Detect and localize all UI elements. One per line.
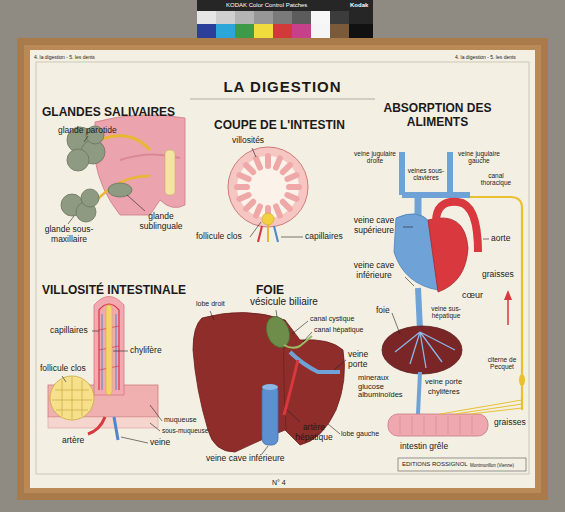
part-label: chylifères [428, 388, 460, 397]
part-label: glande parotide [58, 126, 117, 136]
part-label: canal hépatique [314, 326, 363, 334]
part-label: intestin grêle [400, 442, 448, 452]
panel-heading: ABSORPTION DES ALIMENTS [375, 102, 500, 130]
panel-heading: COUPE DE L'INTESTIN [214, 119, 345, 133]
part-label: veine [150, 438, 170, 448]
part-label: artère hépatique [292, 423, 336, 443]
part-label: veine porte [425, 378, 462, 387]
part-label: chylifère [130, 346, 162, 356]
panel-heading: FOIE [256, 284, 284, 298]
part-label: sous-muqueuse [162, 427, 208, 434]
part-label: veines sous-clavières [406, 167, 446, 182]
part-label: veine cave supérieure [346, 216, 402, 236]
part-label: capillaires [305, 232, 343, 242]
part-label: Montmorillon (Vienne) [470, 463, 514, 468]
absorption [382, 152, 525, 436]
part-label: veine porte [348, 350, 376, 370]
part-label: canal cystique [310, 315, 354, 323]
publisher-box [398, 458, 526, 471]
part-label: veine jugulaire gauche [455, 150, 503, 165]
part-label: veine sus-hépatique [426, 305, 466, 320]
part-label: muqueuse [164, 416, 197, 424]
part-label: mineraux glucose albuminoïdes [358, 374, 412, 400]
part-label: 4. la digestion - 5. les dents [455, 55, 516, 61]
part-label: citerne de Pecquet [486, 356, 518, 371]
title: LA DIGESTION [190, 78, 375, 95]
part-label: glande sous-maxillaire [38, 225, 100, 245]
part-label: capillaires [50, 326, 88, 336]
part-label: villosités [232, 136, 264, 146]
part-label: vésicule biliaire [250, 296, 318, 308]
part-label: lobe droit [196, 300, 225, 308]
color-strip [197, 0, 373, 38]
part-label: veine cave inférieure [206, 454, 284, 464]
part-label: KODAK Color Control Patches [226, 2, 307, 9]
part-label: aorte [491, 234, 510, 244]
part-label: artère [62, 436, 84, 446]
part-label: lobe gauche [341, 430, 379, 438]
part-label: follicule clos [196, 232, 242, 242]
part-label: 4. la digestion - 5. les dents [34, 55, 95, 61]
part-label: graisses [482, 270, 514, 280]
part-label: veine cave inférieure [344, 261, 404, 281]
part-label: N° 4 [272, 479, 286, 487]
part-label: graisses [494, 418, 526, 428]
intestine-section [228, 147, 308, 242]
part-label: foie [376, 306, 390, 316]
part-label: cœur [462, 290, 483, 300]
panel-heading: Kodak [350, 2, 368, 9]
part-label: veine jugulaire droite [350, 150, 400, 165]
panel-heading: VILLOSITÉ INTESTINALE [42, 284, 186, 298]
part-label: glande sublinguale [135, 212, 187, 232]
panel-heading: GLANDES SALIVAIRES [42, 106, 175, 120]
part-label: follicule clos [40, 364, 86, 374]
part-label: EDITIONS ROSSIGNOL [402, 461, 468, 468]
part-label: canal thoracique [477, 172, 515, 187]
